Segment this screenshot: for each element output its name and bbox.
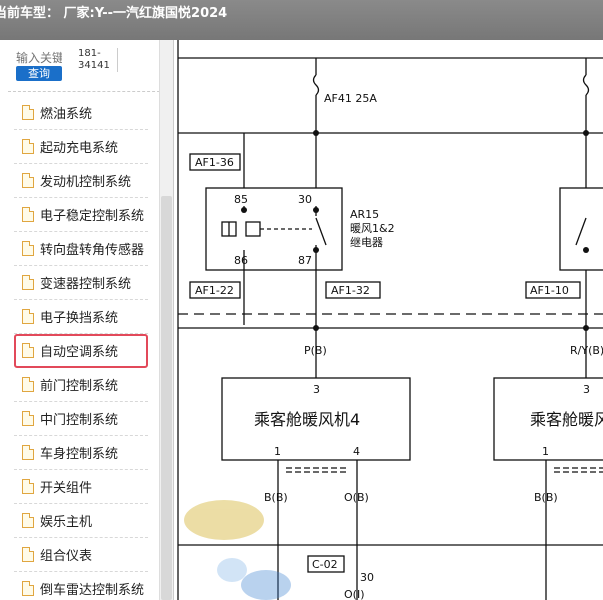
menu-item[interactable]: 车身控制系统 bbox=[14, 436, 148, 470]
menu-item-label: 变速器控制系统 bbox=[40, 277, 132, 292]
blower-pin-3a: 3 bbox=[313, 383, 320, 396]
menu-item[interactable]: 电子稳定控制系统 bbox=[14, 198, 148, 232]
blower-2-label: 乘客舱暖风 bbox=[530, 410, 603, 429]
search-area: 查询 181- 34141 bbox=[8, 40, 165, 92]
menu-item-label: 发动机控制系统 bbox=[40, 175, 132, 190]
document-icon bbox=[22, 309, 34, 324]
connector-af1-32: AF1-32 bbox=[331, 284, 370, 297]
menu-item-label: 前门控制系统 bbox=[40, 379, 119, 394]
menu-item-label: 电子稳定控制系统 bbox=[40, 209, 145, 224]
code-display: 181- 34141 bbox=[78, 48, 118, 72]
document-icon bbox=[22, 173, 34, 188]
menu-item-label: 开关组件 bbox=[40, 481, 93, 496]
menu-item-label: 中门控制系统 bbox=[40, 413, 119, 428]
document-icon bbox=[22, 513, 34, 528]
blower-1-label: 乘客舱暖风机4 bbox=[254, 410, 360, 429]
relay-pin-86: 86 bbox=[234, 254, 248, 267]
menu-item-label: 自动空调系统 bbox=[40, 345, 119, 360]
document-icon bbox=[22, 411, 34, 426]
menu-item-selected[interactable]: 自动空调系统 bbox=[14, 334, 148, 368]
fuse-label: AF41 25A bbox=[324, 92, 377, 105]
menu-item-label: 娱乐主机 bbox=[40, 515, 93, 530]
menu-item-label: 倒车雷达控制系统 bbox=[40, 583, 145, 598]
connector-af1-10: AF1-10 bbox=[530, 284, 569, 297]
wiring-diagram-svg: AF41 25A AF1-36 AF1-22 AF1-32 AF1-10 85 … bbox=[177, 40, 603, 600]
menu-item-label: 起动充电系统 bbox=[40, 141, 119, 156]
title-bar: 当前车型： 厂家:Y--一汽红旗国悦2024 bbox=[0, 0, 603, 40]
menu-item[interactable]: 开关组件 bbox=[14, 470, 148, 504]
document-icon bbox=[22, 479, 34, 494]
scrollbar-thumb[interactable] bbox=[161, 196, 172, 600]
connector-af1-36: AF1-36 bbox=[195, 156, 234, 169]
wire-label-bb-2: B(B) bbox=[534, 491, 558, 504]
menu-item-label: 转向盘转角传感器 bbox=[40, 243, 145, 258]
document-icon bbox=[22, 445, 34, 460]
wiring-diagram: AF41 25A AF1-36 AF1-22 AF1-32 AF1-10 85 … bbox=[174, 40, 603, 600]
menu-item[interactable]: 起动充电系统 bbox=[14, 130, 148, 164]
menu-item-label: 电子换挡系统 bbox=[40, 311, 119, 326]
document-icon bbox=[22, 377, 34, 392]
document-icon bbox=[22, 343, 34, 358]
menu-item-label: 组合仪表 bbox=[40, 549, 93, 564]
sidebar: 查询 181- 34141 燃油系统 起动充电系统 发动机控制系统 电子稳定控制… bbox=[0, 40, 174, 600]
wire-label-oi: O(I) bbox=[344, 588, 365, 600]
menu-item[interactable]: 燃油系统 bbox=[14, 96, 148, 130]
wire-label-pb: P(B) bbox=[304, 344, 327, 357]
watermark-graphic bbox=[184, 500, 291, 600]
blower-pin-4: 4 bbox=[353, 445, 360, 458]
code-line-1: 181- bbox=[78, 48, 101, 59]
relay-desc-1: 暖风1&2 bbox=[350, 222, 395, 235]
relay-pin-85: 85 bbox=[234, 193, 248, 206]
search-input[interactable] bbox=[16, 50, 62, 66]
document-icon bbox=[22, 547, 34, 562]
wire-label-bb-1: B(B) bbox=[264, 491, 288, 504]
wire-label-ryb: R/Y(B) bbox=[570, 344, 603, 357]
menu-item[interactable]: 娱乐主机 bbox=[14, 504, 148, 538]
document-icon bbox=[22, 207, 34, 222]
relay-desc-2: 继电器 bbox=[350, 236, 383, 249]
title-text: 当前车型： 厂家:Y--一汽红旗国悦2024 bbox=[0, 6, 228, 21]
connector-c-02: C-02 bbox=[312, 558, 338, 571]
menu-item[interactable]: 发动机控制系统 bbox=[14, 164, 148, 198]
document-icon bbox=[22, 275, 34, 290]
blower-pin-1b: 1 bbox=[542, 445, 549, 458]
relay-pin-87: 87 bbox=[298, 254, 312, 267]
document-icon bbox=[22, 139, 34, 154]
menu-item[interactable]: 前门控制系统 bbox=[14, 368, 148, 402]
relay-pin-30: 30 bbox=[298, 193, 312, 206]
menu-item[interactable]: 组合仪表 bbox=[14, 538, 148, 572]
system-menu: 燃油系统 起动充电系统 发动机控制系统 电子稳定控制系统 转向盘转角传感器 变速… bbox=[14, 96, 148, 600]
pin-30b: 30 bbox=[360, 571, 374, 584]
code-line-2: 34141 bbox=[78, 60, 110, 71]
sidebar-scrollbar[interactable] bbox=[159, 40, 173, 600]
menu-item[interactable]: 倒车雷达控制系统 bbox=[14, 572, 148, 600]
menu-item[interactable]: 电子换挡系统 bbox=[14, 300, 148, 334]
menu-item-label: 车身控制系统 bbox=[40, 447, 119, 462]
wire-label-ob: O(B) bbox=[344, 491, 369, 504]
relay-name: AR15 bbox=[350, 208, 379, 221]
menu-item-label: 燃油系统 bbox=[40, 107, 93, 122]
blower-pin-3b: 3 bbox=[583, 383, 590, 396]
document-icon bbox=[22, 105, 34, 120]
query-button[interactable]: 查询 bbox=[16, 66, 62, 81]
connector-af1-22: AF1-22 bbox=[195, 284, 234, 297]
menu-item[interactable]: 变速器控制系统 bbox=[14, 266, 148, 300]
blower-pin-1a: 1 bbox=[274, 445, 281, 458]
document-icon bbox=[22, 581, 34, 596]
document-icon bbox=[22, 241, 34, 256]
menu-item[interactable]: 中门控制系统 bbox=[14, 402, 148, 436]
menu-item[interactable]: 转向盘转角传感器 bbox=[14, 232, 148, 266]
